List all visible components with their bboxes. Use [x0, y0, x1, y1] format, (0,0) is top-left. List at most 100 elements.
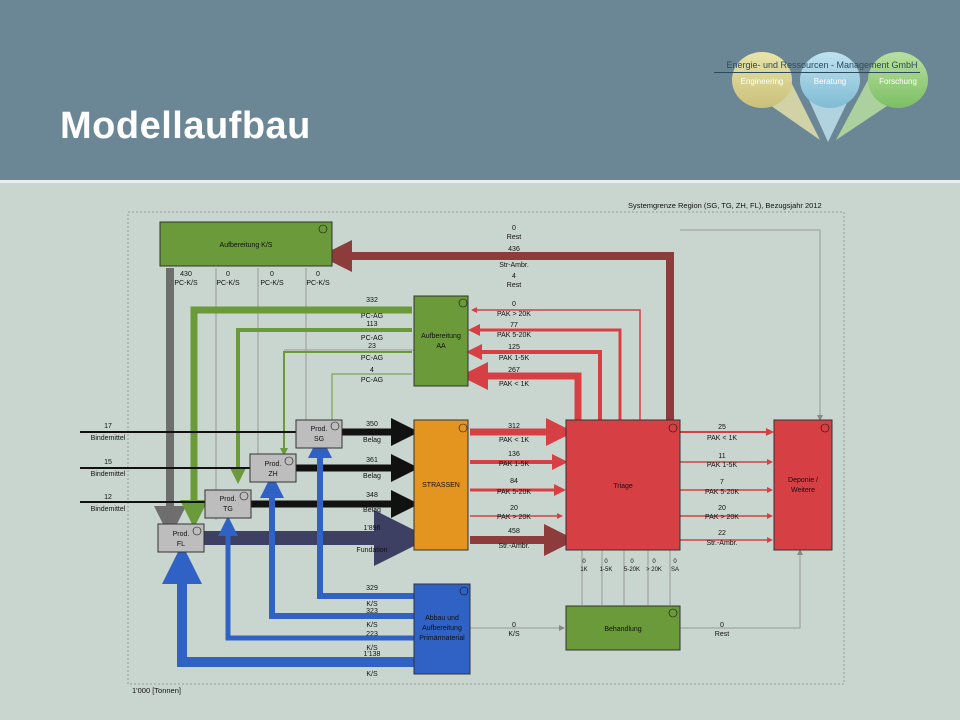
- svg-text:Str-Ambr.: Str-Ambr.: [499, 262, 529, 269]
- svg-text:PAK > 20K: PAK > 20K: [497, 311, 531, 318]
- svg-text:11: 11: [718, 453, 725, 460]
- header-divider: [0, 180, 960, 183]
- svg-text:0: 0: [270, 271, 274, 278]
- svg-text:15: 15: [104, 459, 112, 466]
- svg-text:PAK < 1K: PAK < 1K: [499, 437, 529, 444]
- ks-output-labels: 430 PC-K/S 0 PC-K/S 0 PC-K/S 0 PC-K/S: [174, 271, 330, 287]
- svg-text:350: 350: [366, 421, 378, 428]
- svg-text:361: 361: [366, 457, 378, 464]
- svg-text:K/S: K/S: [366, 645, 378, 652]
- slide-title: Modellaufbau: [60, 105, 311, 147]
- pillar-engineering: Engineering: [740, 77, 784, 86]
- svg-text:PAK 5-20K: PAK 5-20K: [705, 489, 739, 496]
- svg-text:Bindemittel: Bindemittel: [91, 435, 126, 442]
- svg-text:Prod.: Prod.: [265, 461, 282, 468]
- svg-text:Deponie /: Deponie /: [788, 477, 818, 484]
- ks-flow-labels: 329 K/S 323 K/S 223 K/S 1'138 K/S: [364, 585, 381, 678]
- svg-text:1K: 1K: [580, 567, 587, 573]
- behandlung-labels: 0 K/S 0 Rest: [508, 622, 729, 638]
- svg-text:0: 0: [512, 622, 516, 629]
- svg-text:PAK < 1K: PAK < 1K: [707, 435, 737, 442]
- svg-text:PAK < 1K: PAK < 1K: [499, 381, 529, 388]
- pillar-engineering-shape: [732, 52, 792, 108]
- svg-text:PC-K/S: PC-K/S: [306, 280, 330, 287]
- svg-text:1-5K: 1-5K: [600, 567, 613, 573]
- svg-text:Rest: Rest: [715, 631, 729, 638]
- svg-text:Fundation: Fundation: [356, 547, 387, 554]
- company-name: Energie- und Ressourcen - Management Gmb…: [726, 60, 918, 70]
- flow-str-ambr-return: [320, 240, 674, 420]
- svg-text:23: 23: [368, 343, 376, 350]
- svg-text:Belag: Belag: [363, 507, 381, 514]
- svg-text:Aufbereitung K/S: Aufbereitung K/S: [220, 242, 273, 249]
- triage-input-labels: 312 PAK < 1K 136 PAK 1-5K 84 PAK 5-20K 2…: [497, 423, 531, 550]
- svg-text:PC-K/S: PC-K/S: [260, 280, 284, 287]
- svg-text:PC-AG: PC-AG: [361, 355, 383, 362]
- box-abbau: Abbau und Aufbereitung Primärmaterial: [413, 583, 471, 675]
- svg-text:0: 0: [652, 559, 656, 565]
- svg-text:PAK 5-20K: PAK 5-20K: [497, 489, 531, 496]
- red-return-flows: [460, 307, 641, 420]
- svg-text:K/S: K/S: [366, 671, 378, 678]
- system-boundary: [127, 211, 845, 685]
- svg-text:84: 84: [510, 478, 518, 485]
- aa-input-labels: 0 PAK > 20K 77 PAK 5-20K 125 PAK 1-5K 26…: [497, 301, 531, 388]
- box-deponie: Deponie / Weitere: [773, 419, 833, 551]
- svg-text:4: 4: [370, 367, 374, 374]
- pillar-beratung: Beratung: [813, 77, 847, 86]
- fundation-labels: 1'896 Fundation: [356, 525, 387, 554]
- svg-text:Aufbereitung: Aufbereitung: [421, 333, 461, 340]
- svg-text:136: 136: [508, 451, 520, 458]
- svg-text:Prod.: Prod.: [173, 531, 190, 538]
- svg-text:12: 12: [104, 494, 112, 501]
- box-prod-fl: Prod. FL: [157, 523, 205, 553]
- svg-text:TG: TG: [223, 506, 233, 513]
- pillar-beratung-shape: [800, 52, 860, 108]
- svg-text:17: 17: [104, 423, 112, 430]
- svg-text:0: 0: [226, 271, 230, 278]
- svg-text:PC-AG: PC-AG: [361, 377, 383, 384]
- svg-text:436: 436: [508, 246, 520, 253]
- svg-text:430: 430: [180, 271, 192, 278]
- belag-labels: 350 Belag 361 Belag 348 Belag: [363, 421, 381, 514]
- svg-text:22: 22: [718, 530, 726, 537]
- svg-text:25: 25: [718, 424, 726, 431]
- svg-text:AA: AA: [436, 343, 446, 350]
- svg-text:K/S: K/S: [508, 631, 520, 638]
- svg-text:0: 0: [512, 301, 516, 308]
- svg-text:STRASSEN: STRASSEN: [422, 482, 460, 489]
- svg-text:Prod.: Prod.: [220, 496, 237, 503]
- svg-text:PAK 1-5K: PAK 1-5K: [499, 461, 530, 468]
- svg-text:Belag: Belag: [363, 473, 381, 480]
- svg-text:ZH: ZH: [268, 471, 277, 478]
- svg-text:FL: FL: [177, 541, 185, 548]
- box-strassen: STRASSEN: [413, 419, 469, 551]
- svg-text:PAK 5-20K: PAK 5-20K: [497, 332, 531, 339]
- svg-text:20: 20: [718, 505, 726, 512]
- svg-text:PAK > 20K: PAK > 20K: [497, 514, 531, 521]
- red-triage-deponie-flows: [680, 428, 774, 543]
- svg-text:SG: SG: [314, 436, 324, 443]
- svg-text:1'138: 1'138: [364, 651, 381, 658]
- svg-text:K/S: K/S: [366, 622, 378, 629]
- svg-text:K/S: K/S: [366, 601, 378, 608]
- svg-text:267: 267: [508, 367, 520, 374]
- system-boundary-label: Systemgrenze Region (SG, TG, ZH, FL), Be…: [628, 201, 822, 210]
- company-rule: [714, 72, 920, 73]
- svg-text:7: 7: [720, 479, 724, 486]
- svg-text:Primärmaterial: Primärmaterial: [419, 635, 465, 642]
- bindemittel-labels: 17 Bindemittel 15 Bindemittel 12 Bindemi…: [91, 423, 126, 513]
- pc-ag-labels: 332 PC-AG 113 PC-AG 23 PC-AG 4 PC-AG: [361, 297, 383, 384]
- svg-text:329: 329: [366, 585, 378, 592]
- svg-text:0: 0: [720, 622, 724, 629]
- svg-text:Abbau und: Abbau und: [425, 615, 459, 622]
- box-prod-tg: Prod. TG: [204, 489, 252, 519]
- svg-text:PAK 1-5K: PAK 1-5K: [499, 355, 530, 362]
- svg-text:0: 0: [630, 559, 634, 565]
- svg-text:20: 20: [510, 505, 518, 512]
- svg-text:Bindemittel: Bindemittel: [91, 506, 126, 513]
- svg-text:Weitere: Weitere: [791, 487, 815, 494]
- svg-text:4: 4: [512, 273, 516, 280]
- svg-text:PC-AG: PC-AG: [361, 335, 383, 342]
